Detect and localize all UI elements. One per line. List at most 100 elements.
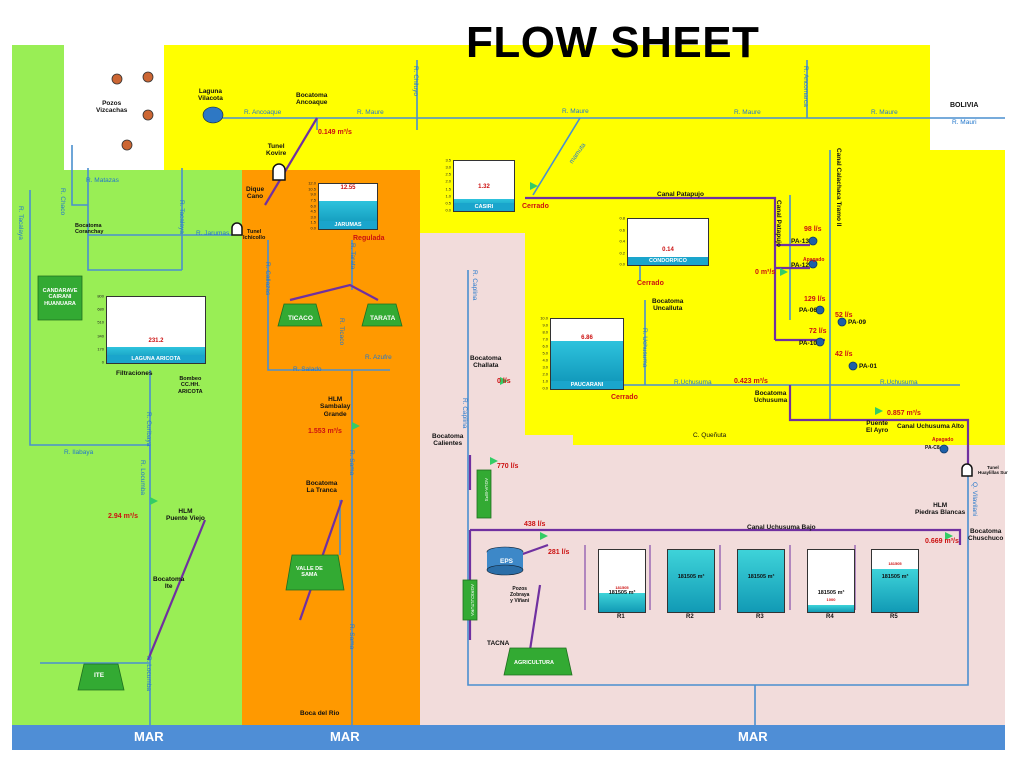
aricota-tick-label: 680	[97, 306, 104, 312]
pozo-2	[142, 71, 154, 83]
canal-calachaca-label: Canal Calachaca Tramo II	[835, 148, 842, 227]
pink-zone	[420, 233, 525, 725]
sea-label-1: MAR	[134, 729, 164, 744]
flow-pa13: 98 l/s	[804, 226, 822, 233]
bombeo-label: Bombeo CC.HH. ARICOTA	[178, 376, 203, 395]
river-maure-label-4: R. Maure	[871, 109, 898, 116]
tunel-huaylillas-shape	[961, 463, 973, 477]
flow-puente-viejo: 2.94 m³/s	[108, 513, 138, 520]
tacna-label: TACNA	[487, 640, 510, 647]
pozo-1	[111, 73, 123, 85]
aricota-tick-label: 340	[97, 333, 104, 339]
reservoir-volume: 181505 m³	[747, 574, 775, 580]
condorpico-tick-label: 0.4	[619, 238, 625, 244]
agricultura-v-shape	[462, 579, 478, 621]
canal-queñuta-label: C. Queñuta	[693, 432, 727, 439]
paucarani-name: PAUCARANI	[551, 381, 623, 389]
flow-chuschuco: 0.669 m³/s	[925, 538, 959, 545]
tunel-kovire-shape	[272, 163, 286, 181]
river-uchusuma-label-1: R.Uchusuma	[674, 379, 712, 386]
jarumas-state: Regulada	[353, 235, 385, 242]
paucarani-tick-label: 2.0	[542, 371, 548, 377]
casiri-state: Cerrado	[522, 203, 549, 210]
tunel-ichicollo-label: Tunel Ichicollo	[243, 229, 266, 242]
pac8-state: Apagado	[932, 437, 954, 443]
flow-pa-zero: 0 m³/s	[755, 269, 776, 276]
pa01-label: PA-01	[859, 363, 877, 370]
sea-label-3: MAR	[738, 729, 768, 744]
bocatoma-coranchay-label: Bocatoma Coranchay	[75, 223, 104, 236]
jarumas-tick-label: 0.0	[310, 225, 316, 231]
river-mauri-label: R. Mauri	[952, 119, 977, 126]
valle-sama-shape	[285, 554, 345, 591]
pac8-dot	[939, 444, 949, 454]
river-caplina-label-2: R. Caplina	[461, 398, 468, 429]
casiri-tick-label: 3.0	[445, 164, 451, 170]
condorpico-tick-label: 0.6	[619, 227, 625, 232]
river-ancomarca-label: R. Ancomarca	[802, 66, 809, 107]
canal-uchusuma-alto-label: Canal Uchusuma Alto	[897, 423, 964, 430]
tunel-kovire-label: Tunel Kovire	[266, 143, 287, 158]
paucarani-tick-label: 1.0	[542, 378, 548, 384]
hlm-sambalay-label: HLM Sambalay Grande	[320, 396, 351, 418]
tarata-shape	[361, 303, 403, 327]
river-locumba-label: R. Locumba	[139, 460, 146, 496]
jarumas-level: 12.55	[340, 185, 356, 191]
river-salado-label: R. Salado	[293, 366, 322, 373]
dique-cano-label: Dique Cano	[246, 186, 265, 201]
casiri-tick-label: 2.5	[445, 171, 451, 177]
river-uchusuma-label-2: R.Uchusuma	[880, 379, 918, 386]
hlm-piedras-blancas-label: HLM Piedras Blancas	[915, 502, 966, 517]
jarumas-tick-label: 1.5	[310, 219, 316, 225]
jarumas-tick-label: 10.5	[308, 186, 316, 192]
aricota-tick-label: 800	[97, 293, 104, 299]
river-maure-label-3: R. Maure	[734, 109, 761, 116]
eps-tank	[486, 546, 524, 576]
pa12-dot	[808, 259, 818, 269]
aricota-tick-label: 510	[97, 319, 104, 325]
pa13-dot	[808, 236, 818, 246]
agricultura-shape	[503, 647, 573, 676]
pa10-label: PA-10	[799, 340, 817, 347]
flow-agric: 281 l/s	[548, 549, 570, 556]
jarumas-tick-label: 12.0	[308, 180, 316, 186]
flow-ancoaque: 0.149 m³/s	[318, 129, 352, 136]
river-jarumas-label: R. Jarumas	[196, 230, 230, 237]
green-zone	[12, 45, 64, 170]
jarumas-tick-label: 9.0	[310, 191, 316, 197]
river-vilavilani-label: Q. Vilavilani	[971, 482, 978, 517]
puente-el-ayro-label: Puente El Ayro	[866, 420, 889, 435]
reservoir-name: R2	[686, 614, 694, 620]
condorpico-tick-label: 0.0	[619, 261, 625, 267]
flow-pa01: 42 l/s	[835, 351, 853, 358]
reservoir-name: R3	[756, 614, 764, 620]
river-ancoaque-label: R. Ancoaque	[244, 109, 282, 116]
ticaco-shape	[277, 303, 323, 327]
pozos-zone	[64, 45, 164, 170]
flow-challata: 0 l/s	[497, 378, 511, 385]
jarumas-tick-label: 3.0	[310, 214, 316, 220]
flow-uchusuma: 0.423 m³/s	[734, 378, 768, 385]
agricultura-v-label: AGRICULTURA	[470, 584, 475, 616]
flow-el-ayro: 0.857 m³/s	[887, 410, 921, 417]
jarumas-tank: 12.55 JARUMAS	[318, 183, 378, 230]
bolivia-label: BOLIVIA	[950, 102, 979, 109]
vilacota-shape	[202, 106, 224, 124]
flow-pa10: 72 l/s	[809, 328, 827, 335]
flow-eps: 438 l/s	[524, 521, 546, 528]
reservoir-volume: 181505 m³	[817, 590, 845, 596]
reservoir-volume: 181505 m³	[881, 574, 909, 580]
reservoir-name: R1	[617, 614, 625, 620]
pa12-state: Apagado	[803, 257, 825, 263]
reservoir-name: R5	[890, 614, 898, 620]
valle-sama-label: VALLE DE SAMA	[296, 566, 323, 579]
pa13-label: PA-13	[791, 238, 809, 245]
casiri-tick-label: 1.0	[445, 193, 451, 199]
tarata-label: TARATA	[370, 315, 396, 322]
ticaco-label: TICACO	[288, 315, 313, 322]
filtraciones-label: Filtraciones	[116, 370, 153, 377]
